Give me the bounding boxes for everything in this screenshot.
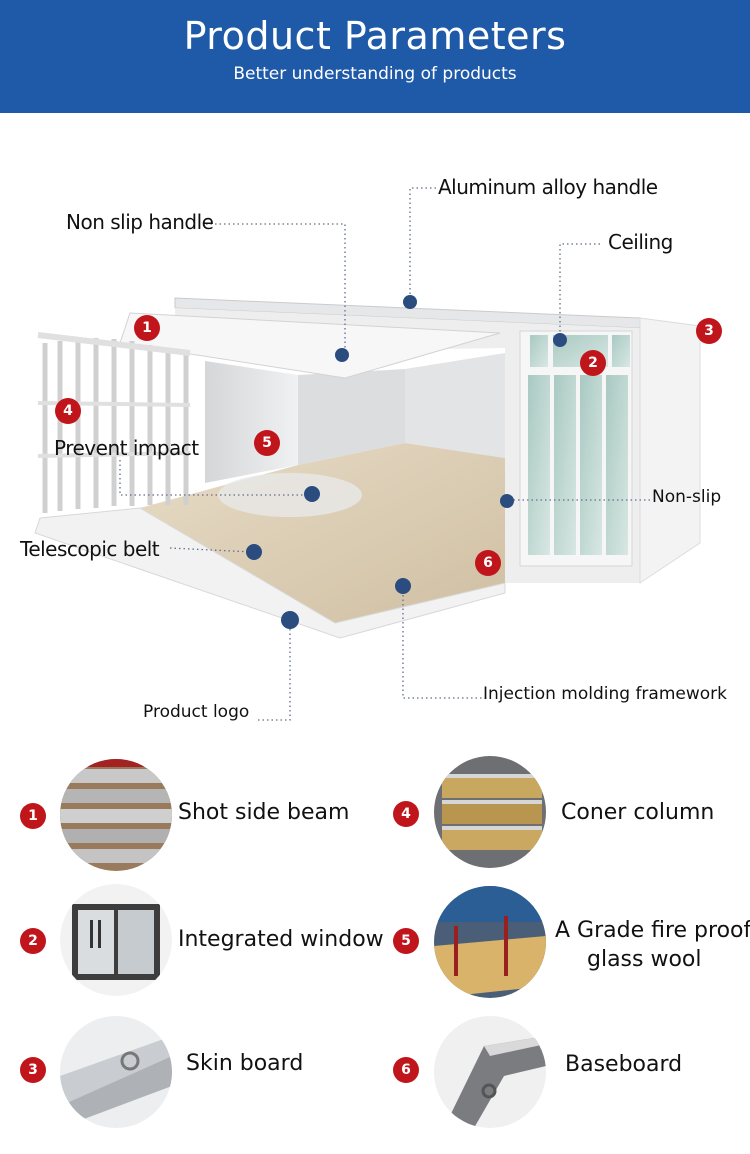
diagram-marker-1: 1 [134, 315, 160, 341]
foldout-plate [34, 507, 506, 639]
diagram-marker-2: 2 [580, 350, 606, 376]
callout-telescopic-belt: Telescopic belt [20, 537, 160, 561]
diagram-marker-5: 5 [254, 430, 280, 456]
window-thumbnail [60, 884, 172, 996]
diagram-marker-4: 4 [55, 398, 81, 424]
left-wall [205, 361, 298, 483]
callout-non-slip: Non-slip [652, 487, 722, 507]
legend-label-line1: A Grade fire proof [555, 918, 750, 943]
legend-label-line2: glass wool [587, 947, 702, 972]
callout-dots [246, 295, 567, 629]
legend-marker: 1 [20, 803, 46, 829]
floor-highlight [218, 473, 362, 517]
back-wall [298, 369, 405, 465]
right-wall [405, 353, 505, 458]
railing [42, 338, 189, 513]
callout-ceiling: Ceiling [608, 230, 673, 254]
side-beam-thumbnail [60, 759, 172, 871]
legend-marker: 5 [393, 928, 419, 954]
container-house-illustration [34, 187, 701, 721]
callout-product-logo: Product logo [143, 702, 250, 722]
product-diagram: 1 2 3 4 5 6 Aluminum alloy handle Non sl… [0, 113, 750, 740]
legend-marker: 4 [393, 801, 419, 827]
legend-label: Skin board [186, 1051, 304, 1076]
legend-marker: 2 [20, 928, 46, 954]
legend-label: Baseboard [565, 1052, 683, 1077]
page-title: Product Parameters [183, 14, 567, 58]
callout-non-slip-handle: Non slip handle [66, 210, 214, 234]
legend-marker: 3 [20, 1057, 46, 1083]
callout-aluminum-handle: Aluminum alloy handle [438, 175, 658, 199]
diagram-marker-6: 6 [475, 550, 501, 576]
legend-label: Integrated window [178, 927, 384, 952]
legend-label: Shot side beam [178, 800, 350, 825]
page-subtitle: Better understanding of products [233, 64, 517, 84]
leader-lines [119, 187, 650, 721]
header-banner: Product Parameters Better understanding … [0, 0, 750, 113]
corner-column-thumbnail [434, 756, 546, 868]
integrated-window [519, 330, 633, 567]
legend-marker: 6 [393, 1057, 419, 1083]
skin-board-thumbnail [60, 1016, 172, 1128]
right-side-panel [639, 317, 701, 584]
glass-wool-thumbnail [434, 886, 546, 998]
overhead-panel [119, 312, 501, 379]
baseboard-thumbnail [434, 1016, 546, 1128]
callout-injection-framework: Injection molding framework [483, 684, 728, 704]
callout-prevent-impact: Prevent impact [54, 436, 199, 460]
legend-label: Coner column [561, 800, 715, 825]
diagram-marker-3: 3 [696, 318, 722, 344]
